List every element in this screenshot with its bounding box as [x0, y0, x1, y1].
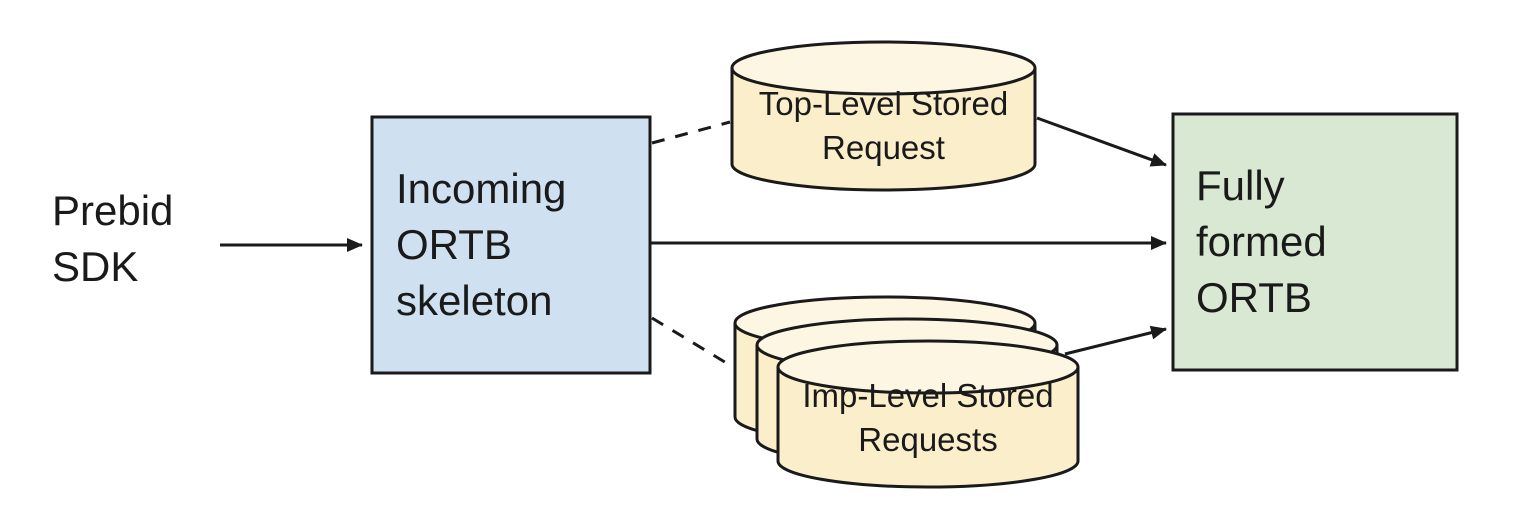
cylinder-body-front — [776, 367, 1080, 489]
top-level-stored-request-cylinder — [730, 40, 1037, 192]
arrow-imp-requests-to-fully-formed — [1064, 325, 1167, 356]
cylinder-body — [730, 68, 1037, 192]
arrow-top-request-to-fully-formed — [1036, 116, 1167, 167]
fully-formed-ortb-box — [1171, 112, 1459, 372]
imp-level-stored-requests-cylinder-stack — [733, 295, 1080, 489]
incoming-ortb-skeleton-box — [370, 115, 652, 375]
cylinder-top-front — [776, 339, 1080, 395]
dashed-link-skeleton-to-top-request — [651, 120, 731, 145]
dashed-link-skeleton-to-imp-requests — [651, 316, 734, 369]
cylinder-top — [730, 40, 1037, 96]
